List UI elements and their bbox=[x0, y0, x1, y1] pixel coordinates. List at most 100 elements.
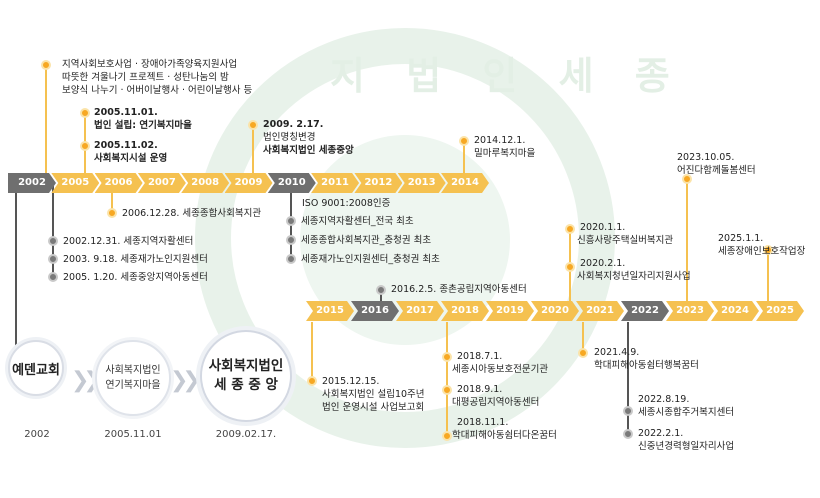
dot-2009 bbox=[248, 120, 258, 130]
chevron-right-icon: ❯❯ bbox=[170, 368, 201, 393]
connector-2016 bbox=[380, 290, 382, 302]
event-2018a-date: 2018.7.1. bbox=[457, 351, 503, 362]
event-2021-text: 학대피해아동쉼터행복꿈터 bbox=[594, 360, 699, 371]
event-2002-line1: 지역사회보호사업 · 장애아가족양육지원사업 bbox=[62, 59, 238, 70]
dot-2010-2 bbox=[286, 235, 296, 245]
event-2002-b2: 2003. 9.18. 세종재가노인지원센터 bbox=[63, 254, 208, 265]
event-2010-head: ISO 9001:2008인증 bbox=[302, 198, 391, 209]
history-step-church: 예덴교회 bbox=[8, 340, 64, 396]
event-2023-date: 2023.10.05. bbox=[677, 152, 735, 163]
event-2005a-date: 2005.11.01. bbox=[94, 107, 158, 118]
dot-2018a bbox=[442, 352, 452, 362]
year-segment-2016: 2016 bbox=[351, 301, 399, 321]
event-2005b-text: 사회복지시설 운영 bbox=[94, 153, 168, 164]
event-2016: 2016.2.5. 종촌공립지역아동센터 bbox=[391, 284, 527, 295]
year-segment-2005: 2005 bbox=[51, 173, 99, 193]
event-2020a-date: 2020.1.1. bbox=[580, 222, 626, 233]
year-segment-2014: 2014 bbox=[441, 173, 489, 193]
chevron-right-icon: ❯❯ bbox=[71, 368, 102, 393]
dot-2005b bbox=[80, 141, 90, 151]
event-2010-1: 세종지역자활센터_전국 최초 bbox=[301, 216, 414, 227]
dot-2002-top bbox=[41, 60, 51, 70]
event-2015-line2: 법인 운영시설 사업보고회 bbox=[322, 402, 425, 413]
event-2020b-date: 2020.2.1. bbox=[580, 258, 626, 269]
year-segment-2007: 2007 bbox=[138, 173, 186, 193]
event-2020a-text: 신흥사랑주택실버복지관 bbox=[577, 235, 674, 246]
dot-2002-b1 bbox=[48, 236, 58, 246]
event-2010-3: 세종재가노인지원센터_충청권 최초 bbox=[301, 254, 440, 265]
connector-2025 bbox=[767, 250, 769, 302]
dot-2025 bbox=[763, 245, 773, 255]
event-2022a-text: 세종시종합주거복지센터 bbox=[638, 407, 735, 418]
dot-2006 bbox=[107, 208, 117, 218]
year-segment-2015: 2015 bbox=[306, 301, 354, 321]
connector-2002-history bbox=[15, 186, 17, 366]
event-2018b-date: 2018.9.1. bbox=[457, 384, 503, 395]
connector-2023 bbox=[686, 180, 688, 302]
history-year-church: 2002 bbox=[24, 429, 50, 440]
year-segment-2025: 2025 bbox=[756, 301, 804, 321]
year-segment-2008: 2008 bbox=[181, 173, 229, 193]
event-2018a-text: 세종시아동보호전문기관 bbox=[452, 364, 549, 375]
year-segment-2022: 2022 bbox=[621, 301, 669, 321]
event-2009-line1: 법인명칭변경 bbox=[263, 132, 316, 143]
event-2021-date: 2021.4.9. bbox=[594, 347, 640, 358]
connector-2002-top bbox=[45, 66, 47, 176]
dot-2022a bbox=[623, 406, 633, 416]
event-2018b-text: 대평공립지역아동센터 bbox=[452, 397, 540, 408]
connector-2009 bbox=[252, 126, 254, 176]
event-2009-date: 2009. 2.17. bbox=[263, 119, 324, 130]
year-segment-2011: 2011 bbox=[311, 173, 359, 193]
history-step-sejong-line1: 사회복지법인 bbox=[208, 358, 284, 374]
year-segment-2019: 2019 bbox=[486, 301, 534, 321]
year-segment-2023: 2023 bbox=[666, 301, 714, 321]
history-year-sejong: 2009.02.17. bbox=[215, 429, 277, 440]
event-2022b-text: 신중년경력형일자리사업 bbox=[638, 441, 735, 452]
year-segment-2009: 2009 bbox=[225, 173, 273, 193]
year-segment-2024: 2024 bbox=[711, 301, 759, 321]
event-2023-text: 어진다함께돌봄센터 bbox=[677, 165, 756, 176]
history-step-yeongi-line2: 연기복지마을 bbox=[105, 380, 161, 391]
connector-2018 bbox=[446, 322, 448, 438]
dot-2002-b2 bbox=[48, 254, 58, 264]
event-2009-line2: 사회복지법인 세종중앙 bbox=[263, 145, 354, 156]
history-step-church-label: 예덴교회 bbox=[12, 362, 60, 378]
connector-2022 bbox=[627, 322, 629, 432]
dot-2022b bbox=[623, 429, 633, 439]
event-2018c-text: 학대피해아동쉼터다온꿈터 bbox=[452, 430, 557, 441]
year-segment-2017: 2017 bbox=[396, 301, 444, 321]
dot-2005a bbox=[80, 108, 90, 118]
history-step-sejong-line2: 세 종 중 앙 bbox=[214, 377, 278, 393]
event-2015-date: 2015.12.15. bbox=[322, 376, 380, 387]
event-2022b-date: 2022.2.1. bbox=[638, 428, 684, 439]
event-2025-date: 2025.1.1. bbox=[718, 233, 764, 244]
year-segment-2020: 2020 bbox=[531, 301, 579, 321]
event-2002-line2: 따뜻한 겨울나기 프로젝트 · 성탄나눔의 밤 bbox=[62, 72, 229, 83]
dot-2023 bbox=[682, 174, 692, 184]
event-2014-date: 2014.12.1. bbox=[474, 135, 526, 146]
connector-2015 bbox=[311, 322, 313, 382]
year-segment-2018: 2018 bbox=[441, 301, 489, 321]
event-2018c-date: 2018.11.1. bbox=[457, 417, 509, 428]
year-segment-2021: 2021 bbox=[576, 301, 624, 321]
dot-2014 bbox=[459, 136, 469, 146]
event-2015-line1: 사회복지법인 설립10주년 bbox=[322, 389, 425, 400]
year-segment-2006: 2006 bbox=[95, 173, 143, 193]
event-2006: 2006.12.28. 세종종합사회복지관 bbox=[122, 208, 262, 219]
event-2002-b3: 2005. 1.20. 세종중앙지역아동센터 bbox=[63, 272, 208, 283]
dot-2016 bbox=[376, 285, 386, 295]
dot-2020b bbox=[565, 262, 575, 272]
dot-2015 bbox=[307, 376, 317, 386]
event-2005a-text: 법인 설립: 연기복지마을 bbox=[94, 120, 192, 131]
event-2002-line3: 보양식 나누기 · 어버이날행사 · 어린이날행사 등 bbox=[62, 85, 253, 96]
event-2022a-date: 2022.8.19. bbox=[638, 394, 690, 405]
connector-2021 bbox=[582, 322, 584, 354]
dot-2018b bbox=[442, 385, 452, 395]
dot-2018c bbox=[442, 431, 452, 441]
dot-2020a bbox=[565, 224, 575, 234]
event-2025-text: 세종장애인보호작업장 bbox=[718, 246, 806, 257]
connector-2006 bbox=[111, 186, 113, 214]
connector-2014 bbox=[463, 141, 465, 176]
